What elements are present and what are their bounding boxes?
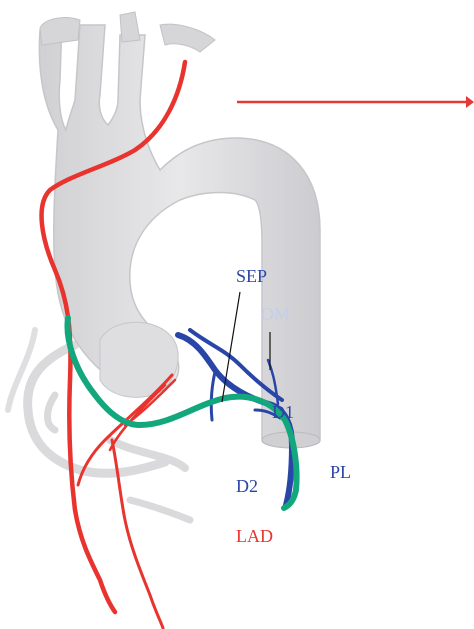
label-d1: D1	[272, 402, 294, 422]
label-d2: D2	[236, 476, 258, 496]
label-om: OM	[261, 304, 290, 324]
label-pl: PL	[330, 462, 351, 482]
label-lad: LAD	[236, 526, 273, 546]
label-sep: SEP	[236, 266, 267, 286]
red-arrow	[237, 96, 474, 108]
